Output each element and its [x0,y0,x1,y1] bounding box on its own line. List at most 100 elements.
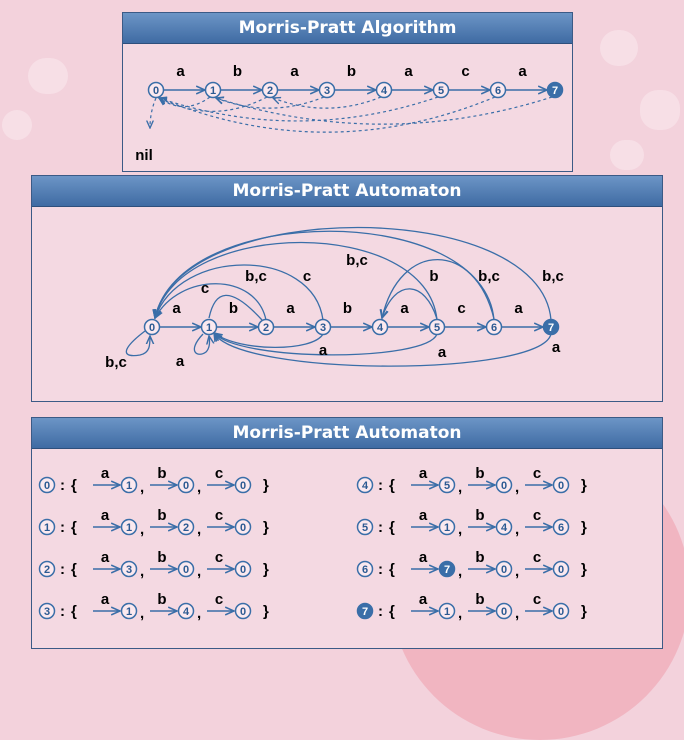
back-edge-3-0 [155,264,324,321]
state-label: 0 [501,564,507,576]
state-label: 0 [240,564,246,576]
edge-label: b [233,63,242,80]
state-label: 0 [240,522,246,534]
state-label: 4 [183,606,190,618]
state-label: 2 [263,322,269,334]
state-node [356,560,374,578]
state-label: 7 [552,85,558,97]
state-node [356,476,374,494]
state-label: 4 [362,480,369,492]
state-node [177,476,195,494]
transition-label: b [475,549,484,566]
algorithm-panel-title: Morris-Pratt Algorithm [123,13,572,44]
comma: , [515,563,519,580]
close-brace: } [581,519,587,536]
transition-label: a [419,507,428,524]
state-label: 6 [491,322,497,334]
edge-label: c [461,63,469,80]
label-a-5: a [438,344,447,361]
label-c-2: c [201,280,209,297]
state-label: 0 [501,480,507,492]
transition-label: b [157,591,166,608]
nil-label: nil [135,147,153,164]
edge-label: b [229,300,238,317]
close-brace: } [581,603,587,620]
state-label: 0 [44,480,50,492]
failure-edge [216,96,325,109]
state-node [318,81,336,99]
edge-label: b [347,63,356,80]
close-brace: } [263,477,269,494]
state-node [234,560,252,578]
comma: , [140,563,144,580]
background-tile [600,30,638,66]
edge-label: a [514,300,523,317]
comma: , [197,479,201,496]
state-node [234,476,252,494]
open-brace: { [389,603,395,620]
state-node [38,560,56,578]
background-tile [640,90,680,130]
state-label: 4 [381,85,388,97]
state-label: 1 [444,606,450,618]
state-label: 6 [558,522,564,534]
back-edge-5-4 [382,288,438,319]
state-node [204,81,222,99]
state-node [438,602,456,620]
transition-label: a [419,465,428,482]
transition-label: c [533,591,541,608]
state-label: 1 [44,522,50,534]
state-label: 1 [210,85,216,97]
state-label: 3 [324,85,330,97]
state-label: 1 [126,606,132,618]
state-label: 0 [501,606,507,618]
close-brace: } [263,603,269,620]
automaton-panel-title: Morris-Pratt Automaton [32,176,662,207]
open-brace: { [71,561,77,578]
state-node [552,476,570,494]
state-node [200,318,218,336]
state-node [428,318,446,336]
background-tile [28,58,68,94]
transition-label: a [101,465,110,482]
state-node [234,518,252,536]
state-label: 1 [126,522,132,534]
open-brace: { [71,519,77,536]
failure-edge [159,96,439,122]
comma: , [515,605,519,622]
colon: : [60,519,65,536]
state-label: 0 [558,480,564,492]
back-edge-5-0 [155,241,438,321]
state-node [542,318,560,336]
transition-label: c [215,591,223,608]
label-c-3: c [303,268,311,285]
state-label: 0 [240,606,246,618]
back-edge-6-4 [382,258,495,319]
state-node [438,560,456,578]
edge-label: b [343,300,352,317]
colon: : [60,603,65,620]
state-label: 3 [320,322,326,334]
state-label: 5 [434,322,440,334]
state-label: 2 [267,85,273,97]
self-loop-1-label: a [176,353,185,370]
transition-label: c [215,465,223,482]
state-node [438,476,456,494]
edge-label: a [404,63,413,80]
transition-label: a [419,591,428,608]
state-node [552,602,570,620]
label-b-5: b [429,268,438,285]
colon: : [378,561,383,578]
back-edge-5-1 [214,333,438,356]
label-bc-6: b,c [478,268,500,285]
transition-label: c [533,507,541,524]
state-label: 2 [183,522,189,534]
comma: , [140,479,144,496]
state-node [552,518,570,536]
transition-label: c [533,465,541,482]
state-node [432,81,450,99]
transition-label: b [475,465,484,482]
state-label: 4 [501,522,508,534]
